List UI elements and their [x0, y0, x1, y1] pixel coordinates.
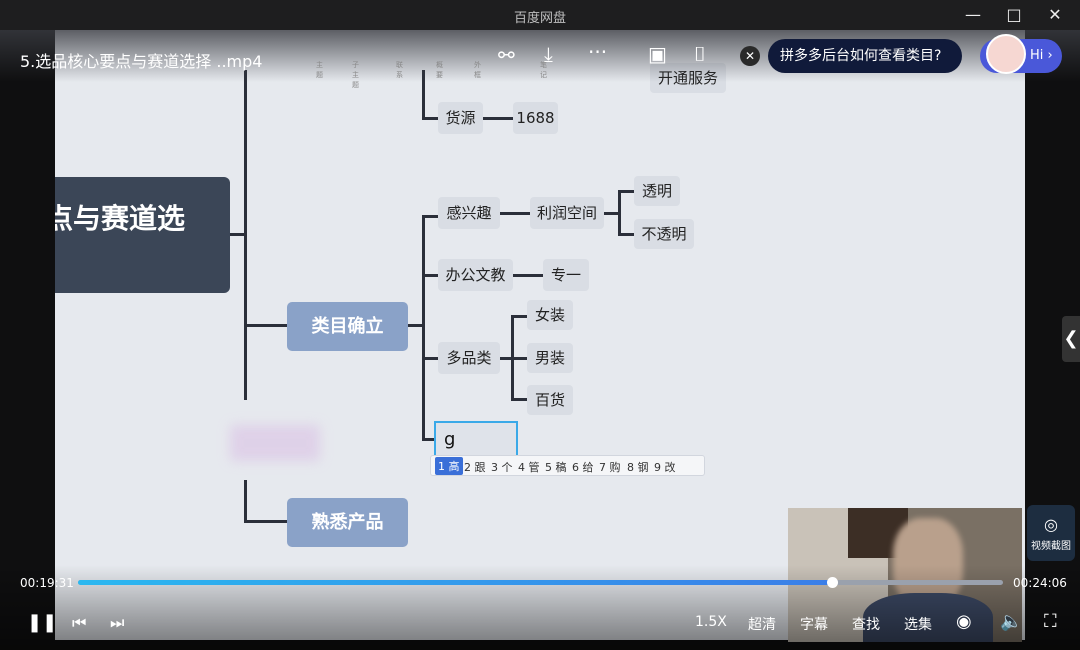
ime-candidate[interactable]: 9 改	[654, 461, 676, 474]
next-icon[interactable]: ⏭	[110, 613, 125, 632]
subtitle-button[interactable]: 字幕	[800, 617, 828, 633]
search-button[interactable]: 查找	[852, 617, 880, 633]
assistant-avatar[interactable]	[986, 34, 1026, 74]
ime-candidate[interactable]: 1 高	[435, 457, 463, 475]
ime-candidate[interactable]: 5 稿	[545, 461, 567, 474]
camera-icon: ◎	[1044, 515, 1058, 534]
toolbar-label: 主题	[316, 61, 323, 79]
minimize-button[interactable]: —	[965, 5, 981, 24]
ime-candidate[interactable]: 6 给	[572, 461, 594, 474]
familiar-product-node[interactable]: 熟悉产品	[287, 498, 408, 547]
screenshot-label: 视频截图	[1031, 541, 1071, 552]
focus-node[interactable]: 专一	[543, 259, 589, 291]
ime-candidate[interactable]: 8 钢	[627, 461, 649, 474]
toolbar-label: 子主题	[352, 61, 359, 89]
ime-candidate-bar[interactable]: 1 高 2 跟 3 个 4 管 5 稿 6 给 7 购 8 钢 9 改	[430, 455, 705, 476]
episodes-button[interactable]: 选集	[904, 617, 932, 633]
previous-icon[interactable]: ⏮	[72, 613, 87, 632]
toolbar-label: 外框	[474, 61, 481, 79]
title-bar: 百度网盘 — □ ✕	[0, 0, 1080, 30]
progress-played	[78, 580, 832, 585]
sidebar-toggle-icon[interactable]: ❮	[1062, 316, 1080, 362]
more-icon[interactable]: ···	[588, 40, 608, 64]
pip-icon[interactable]: ▣	[648, 42, 667, 66]
toolbar-label: 联系	[396, 61, 403, 79]
assistant-question-bubble[interactable]: 拼多多后台如何查看类目?	[768, 39, 962, 73]
ime-candidate[interactable]: 7 购	[599, 461, 621, 474]
toolbar-label: 笔记	[540, 61, 547, 79]
multi-category-node[interactable]: 多品类	[438, 342, 500, 374]
volume-icon[interactable]: 🔈	[1000, 611, 1023, 632]
screenshot-button[interactable]: ◎ 视频截图	[1027, 505, 1075, 561]
general-node[interactable]: 百货	[527, 385, 573, 415]
ime-candidate[interactable]: 2 跟	[464, 461, 486, 474]
toolbar-label: 概要	[436, 61, 443, 79]
mindmap-root-label: 点与赛道选	[55, 202, 186, 235]
women-node[interactable]: 女装	[527, 300, 573, 330]
close-icon[interactable]: ✕	[740, 46, 760, 66]
profit-node[interactable]: 利润空间	[530, 197, 604, 229]
source-1688-node[interactable]: 1688	[513, 102, 558, 134]
office-node[interactable]: 办公文教	[438, 259, 513, 291]
progress-bar[interactable]	[78, 577, 1003, 588]
source-node[interactable]: 货源	[438, 102, 483, 134]
close-button[interactable]: ✕	[1048, 5, 1062, 24]
current-time: 00:19:31	[20, 576, 74, 590]
player-controls	[0, 565, 1080, 650]
fullscreen-icon[interactable]: ⛶	[1044, 611, 1057, 632]
ime-candidate[interactable]: 4 管	[518, 461, 540, 474]
speed-button[interactable]: 1.5X	[695, 614, 727, 630]
video-title: 5.选品核心要点与赛道选择 ..mp4	[20, 52, 263, 71]
crop-icon[interactable]: ⌷	[694, 42, 706, 66]
interest-node[interactable]: 感兴趣	[438, 197, 500, 229]
maximize-button[interactable]: □	[1006, 5, 1022, 24]
progress-handle[interactable]	[826, 577, 838, 588]
men-node[interactable]: 男装	[527, 343, 573, 373]
settings-icon[interactable]: ◉	[956, 611, 972, 632]
quality-button[interactable]: 超清	[748, 617, 776, 633]
node-edit-input[interactable]: g	[434, 421, 518, 457]
download-icon[interactable]: ⤓	[544, 42, 553, 66]
blurred-overlay	[230, 425, 320, 461]
share-icon[interactable]: ⚯	[498, 43, 515, 67]
mindmap-root-node[interactable]: 点与赛道选	[55, 177, 230, 293]
total-time: 00:24:06	[1013, 576, 1067, 590]
pause-icon[interactable]: ❚❚	[27, 612, 58, 633]
opaque-node[interactable]: 不透明	[634, 219, 694, 249]
ime-candidate[interactable]: 3 个	[491, 461, 513, 474]
window-title: 百度网盘	[513, 11, 566, 26]
transparent-node[interactable]: 透明	[634, 176, 680, 206]
category-node[interactable]: 类目确立	[287, 302, 408, 351]
